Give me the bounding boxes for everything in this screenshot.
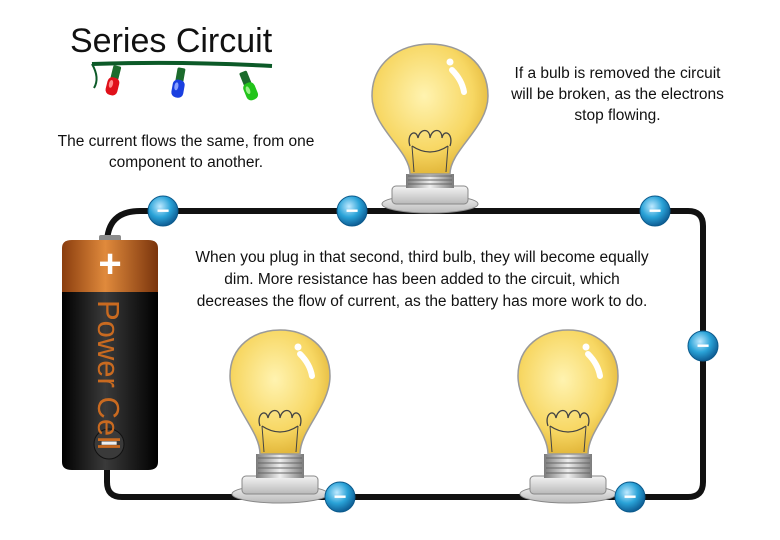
- svg-text:−: −: [649, 198, 662, 223]
- circuit-wire: [104, 208, 706, 500]
- battery-positive-symbol: +: [98, 242, 121, 286]
- battery-label: Power Cell: [91, 300, 126, 450]
- battery: + − Power Cell: [62, 235, 158, 470]
- battery-negative-symbol: −: [100, 427, 118, 460]
- svg-text:−: −: [157, 198, 170, 223]
- svg-text:−: −: [334, 484, 347, 509]
- note-current-flow: The current flows the same, from one com…: [57, 133, 315, 171]
- light-bulb-top: [371, 43, 489, 214]
- battery-negative-terminal: [93, 428, 125, 460]
- electron-6: −: [614, 481, 646, 513]
- electron-2: −: [336, 195, 368, 227]
- electron-4: −: [687, 330, 719, 362]
- note-bulb-removed: If a bulb is removed the circuit will be…: [511, 65, 724, 124]
- light-bulb-bottom-right: [517, 329, 619, 504]
- svg-text:−: −: [697, 333, 710, 358]
- svg-text:−: −: [624, 484, 637, 509]
- string-lights-icon: [91, 60, 273, 101]
- svg-text:−: −: [346, 198, 359, 223]
- electron-1: −: [147, 195, 179, 227]
- diagram-title: Series Circuit: [70, 22, 273, 60]
- note-bulbs-dim: When you plug in that second, third bulb…: [195, 249, 649, 310]
- electron-3: −: [639, 195, 671, 227]
- light-bulb-bottom-left: [229, 329, 331, 504]
- electron-5: −: [324, 481, 356, 513]
